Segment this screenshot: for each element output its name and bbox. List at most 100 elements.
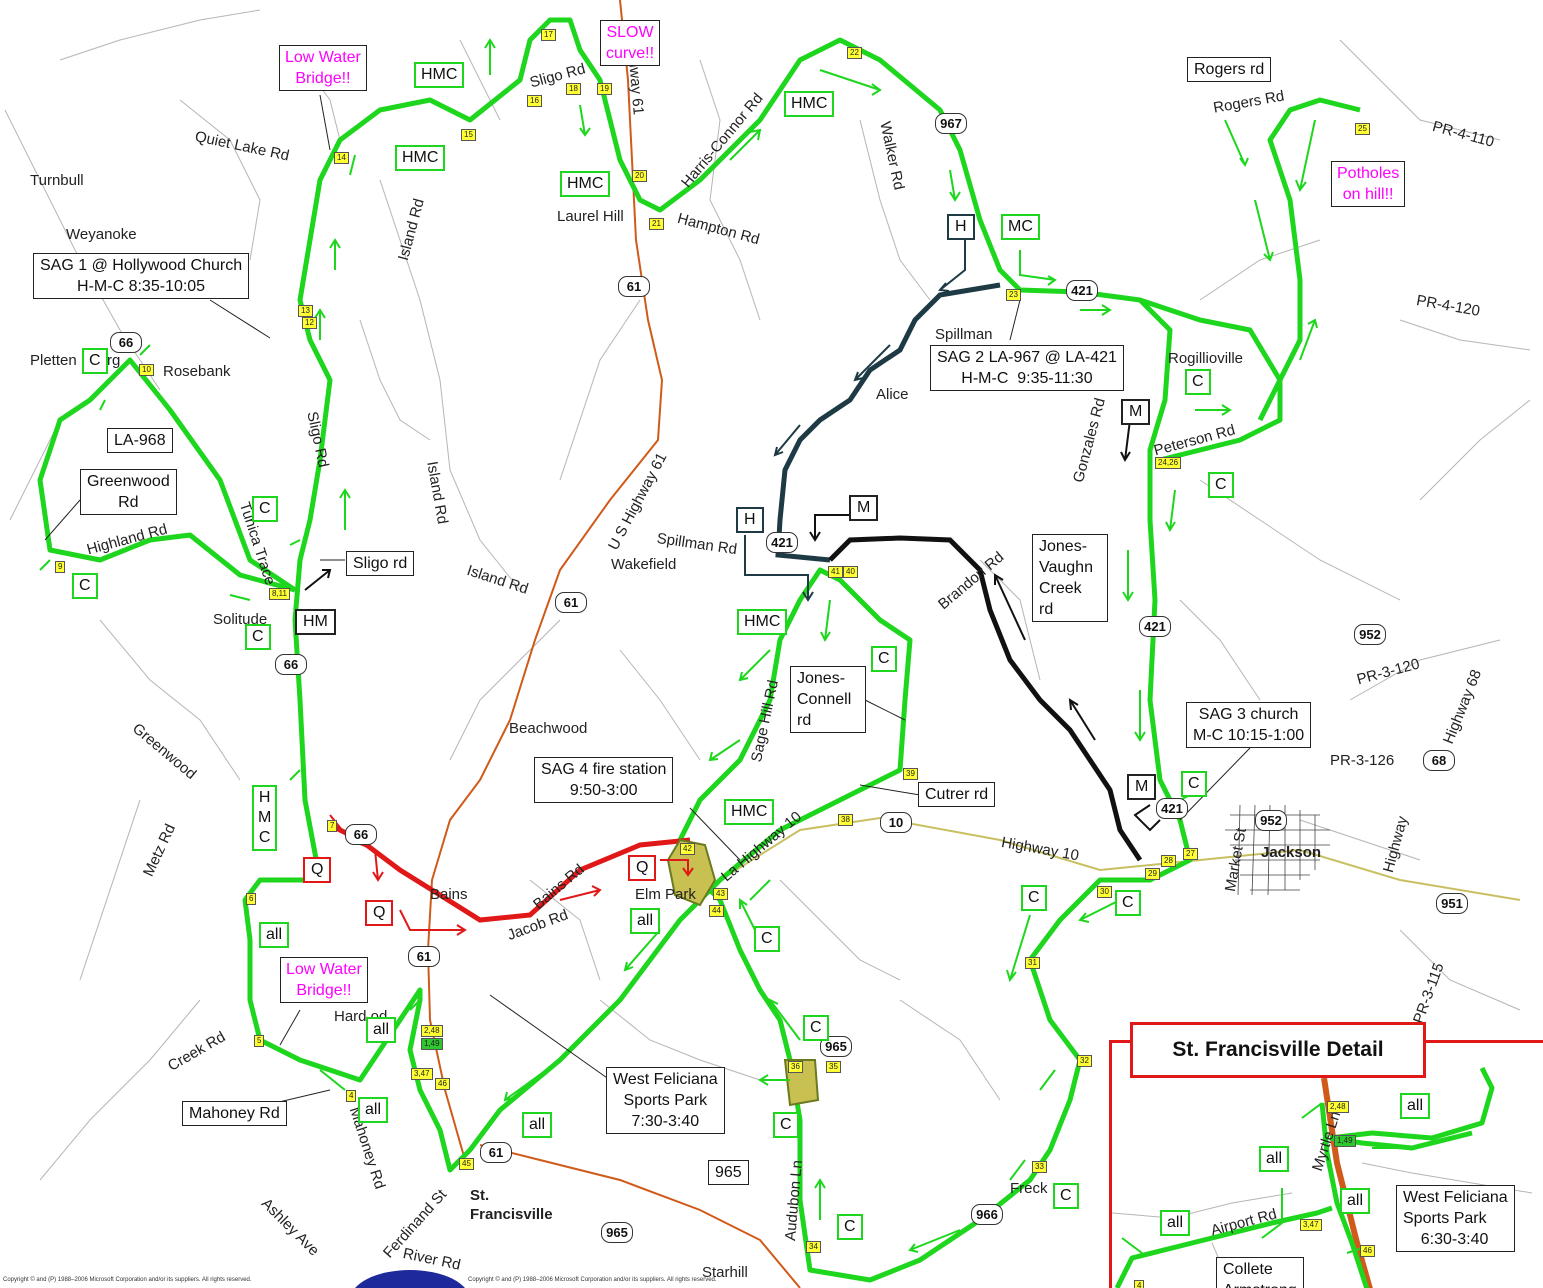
place-freck: Freck [1010,1180,1048,1197]
mile-marker: 15 [461,129,476,141]
sligo-rd-callout: Sligo rd [346,551,415,576]
rogers-rd-callout: Rogers rd [1187,57,1272,82]
route-tag-all: all [358,1097,389,1123]
route-tag-c: C [1208,472,1234,498]
route-tag-all: all [259,922,290,948]
shield-61: 61 [408,946,440,967]
slow-curve-warning: SLOW curve!! [600,20,661,66]
mile-marker: 43 [713,888,728,900]
place-pletten: Pletten [30,352,77,369]
cutrer-rd-callout: Cutrer rd [918,782,996,807]
route-tag-all: all [366,1017,397,1043]
mile-marker: 22 [847,47,862,59]
detail-mile-marker: 46 [1360,1245,1375,1257]
shield-966: 966 [971,1204,1003,1225]
shield-66: 66 [345,824,377,845]
shield-10: 10 [880,812,912,833]
copyright-left: Copyright © and (P) 1988–2006 Microsoft … [3,1277,252,1283]
detail-title: St. Francisville Detail [1130,1022,1426,1078]
route-tag-c: C [72,573,98,599]
shield-61: 61 [480,1142,512,1163]
route-tag-mc: MC [1001,214,1040,240]
place-rosebank: Rosebank [163,363,231,380]
detail-collete-armstrong-callout: Collete Armstrong [1216,1257,1304,1288]
mile-marker: 42 [680,843,695,855]
mile-marker: 9 [55,561,66,573]
place-turnbull: Turnbull [30,172,84,189]
sports-park-callout: West Feliciana Sports Park 7:30-3:40 [606,1067,725,1134]
highway-10 [719,816,1521,901]
place-solitude: Solitude [213,611,268,628]
mile-marker: 6 [246,893,257,905]
place-beachwood: Beachwood [509,720,588,737]
place-spillman: Spillman [935,326,993,343]
route-tag-hmc: HMC [560,171,611,197]
shield-965: 965 [601,1222,633,1243]
place-rogillioville: Rogillioville [1168,350,1244,367]
mahoney-rd-callout: Mahoney Rd [182,1101,287,1126]
route-tag-c: C [871,646,897,672]
shield-421: 421 [766,532,798,553]
route-tag-c: C [1021,885,1047,911]
mile-marker: 20 [632,170,647,182]
place-weyanoke: Weyanoke [66,226,137,243]
route-tag-c: C [245,624,271,650]
detail-mile-marker: 2,48 [1327,1101,1349,1113]
mile-marker: 1,49 [421,1038,443,1050]
place-alice: Alice [876,386,909,403]
detail-route-tag-all: all [1340,1188,1371,1214]
route-tag-c: C [1115,890,1141,916]
shield-61: 61 [555,592,587,613]
route-tag-c: C [773,1112,799,1138]
mile-marker: 28 [1161,855,1176,867]
potholes-warning: Potholes on hill!! [1331,161,1406,207]
route-tag-c: C [252,496,278,522]
route-tag-h: H [736,507,764,533]
sag4-callout: SAG 4 fire station 9:50-3:00 [534,757,674,803]
detail-sports-park-callout: West Feliciana Sports Park 6:30-3:40 [1396,1185,1515,1252]
low-water-bridge-warning: Low Water Bridge!! [279,45,367,91]
mile-marker: 44 [709,905,724,917]
place-bains: Bains [430,886,468,903]
shield-951: 951 [1436,893,1468,914]
shield-421: 421 [1156,798,1188,819]
shield-952: 952 [1354,624,1386,645]
minor-roads [4,9,1531,1181]
detail-route-tag-all: all [1259,1146,1290,1172]
route-tag-q: Q [303,857,332,883]
route-tag-hmc: HMC [395,145,446,171]
main-route [37,17,1361,1283]
shield-952: 952 [1255,810,1287,831]
mile-marker: 36 [788,1061,803,1073]
mile-marker: 18 [566,83,581,95]
h-spur-route [775,282,1001,563]
route-tag-c: C [1053,1183,1079,1209]
place-st-francisville: St. Francisville [470,1187,553,1223]
la-968-callout: LA-968 [107,428,173,453]
mile-marker: 27 [1183,848,1198,860]
mile-marker: 8,11 [269,588,290,600]
route-tag-q: Q [365,900,394,926]
route-tag-all: all [522,1112,553,1138]
mile-marker: 24,26 [1155,457,1182,469]
mile-marker: 38 [838,814,853,826]
route-tag-q: Q [628,855,657,881]
st-francisville-detail-inset[interactable]: all all all all West Feliciana Sports Pa… [1109,1040,1543,1288]
mile-marker: 45 [459,1158,474,1170]
mile-marker: 23 [1006,289,1021,301]
greenwood-rd-callout: Greenwood Rd [80,469,177,515]
shield-66: 66 [110,332,142,353]
place-jackson: Jackson [1261,844,1322,861]
mile-marker: 29 [1145,868,1160,880]
place-wakefield: Wakefield [611,556,677,573]
place-rg: rg [107,352,121,369]
mile-marker: 39 [903,768,918,780]
shield-68: 68 [1423,750,1455,771]
shield-421: 421 [1066,280,1098,301]
route-tag-c: C [1181,771,1207,797]
mile-marker: 13 [298,305,313,317]
q-arrows [329,814,694,936]
route-tag-c: C [82,348,108,374]
